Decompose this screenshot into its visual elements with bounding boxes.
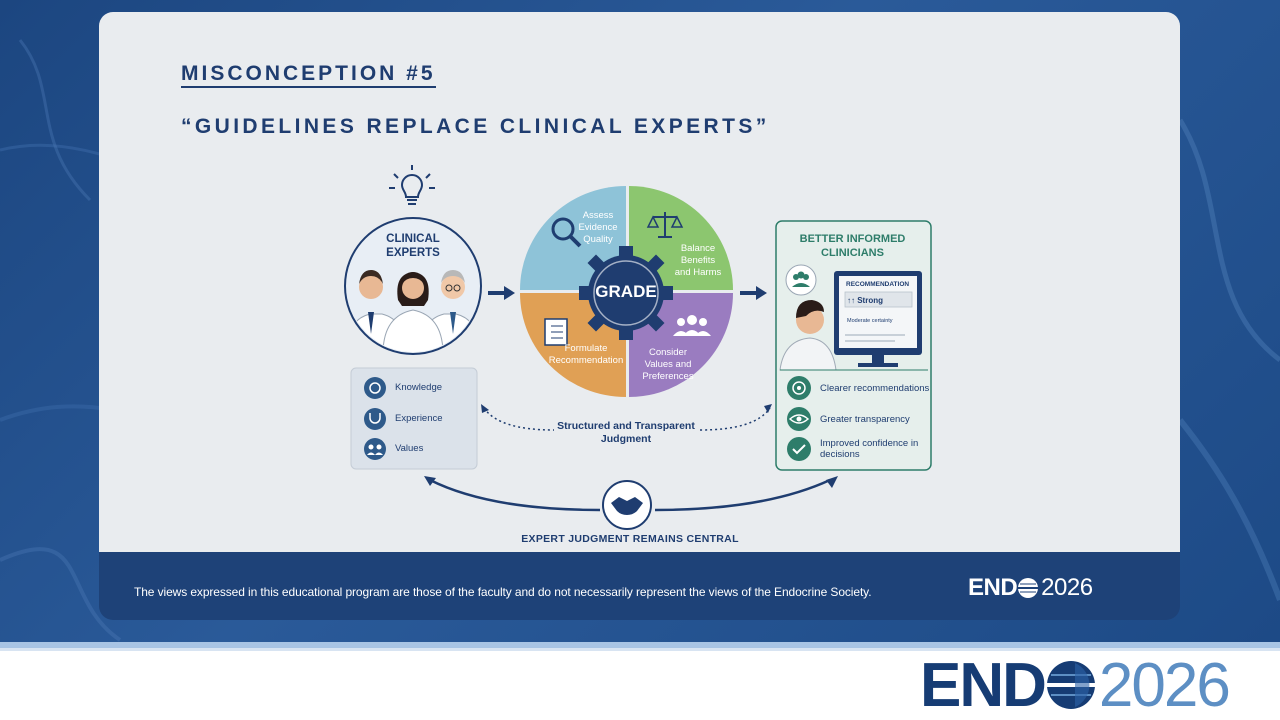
stethoscope-icon bbox=[364, 408, 386, 430]
bottom-label: EXPERT JUDGMENT REMAINS CENTRAL bbox=[521, 533, 739, 545]
footer-logo-year: 2026 bbox=[1041, 574, 1093, 601]
brain-icon bbox=[364, 377, 386, 399]
globe-icon bbox=[1046, 661, 1095, 709]
arrow-right-icon bbox=[740, 286, 767, 300]
assess-label: Assess Evidence Quality bbox=[578, 210, 618, 245]
consider-label: Consider Values and Preferences bbox=[642, 347, 694, 382]
divider-rule bbox=[0, 642, 1280, 648]
clinicians-title: BETTER INFORMED CLINICIANS bbox=[799, 233, 906, 259]
benefit-transparency: Greater transparency bbox=[820, 414, 910, 425]
scales-icon bbox=[646, 212, 684, 238]
recommendation-certainty: Moderate certainty bbox=[847, 318, 893, 324]
recommendation-strength: ↑↑ Strong bbox=[847, 296, 883, 305]
slide-subtitle: “GUIDELINES REPLACE CLINICAL EXPERTS” bbox=[181, 115, 770, 138]
grade-label: GRADE bbox=[595, 282, 657, 301]
arrow-right-icon bbox=[488, 286, 515, 300]
lightbulb-icon bbox=[389, 165, 435, 205]
recommendation-header: RECOMMENDATION bbox=[846, 281, 910, 288]
footer-logo-text: END bbox=[968, 574, 1018, 601]
values-label: Values bbox=[395, 443, 424, 454]
handshake-icon bbox=[602, 480, 652, 530]
experience-label: Experience bbox=[395, 413, 443, 424]
connector-label: Structured and Transparent Judgment bbox=[557, 420, 695, 445]
checklist-icon bbox=[544, 318, 568, 346]
divider-rule-light bbox=[0, 648, 1280, 651]
slide-title: MISCONCEPTION #5 bbox=[181, 62, 436, 88]
formulate-label: Formulate Recommendation bbox=[548, 343, 624, 366]
footer-logo: END 2026 bbox=[968, 574, 1093, 602]
team-icon bbox=[785, 264, 817, 296]
brand-logo-year: 2026 bbox=[1098, 650, 1231, 720]
knowledge-label: Knowledge bbox=[395, 382, 443, 393]
magnifier-icon bbox=[551, 217, 582, 248]
footer-band bbox=[99, 552, 1180, 620]
group-icon bbox=[673, 315, 711, 336]
brand-logo: END 2026 bbox=[920, 650, 1231, 720]
gear-icon bbox=[579, 246, 673, 340]
check-icon bbox=[787, 437, 811, 461]
balance-label: Balance Benefits and Harms bbox=[674, 243, 722, 278]
benefit-clearer: Clearer recommendations bbox=[820, 383, 930, 394]
footer-disclaimer: The views expressed in this educational … bbox=[134, 585, 872, 599]
brand-logo-text: END bbox=[920, 650, 1047, 720]
people-icon bbox=[364, 438, 386, 460]
grade-diagram bbox=[344, 165, 932, 530]
experts-title: CLINICAL EXPERTS bbox=[386, 233, 440, 259]
globe-icon bbox=[1018, 578, 1039, 598]
benefit-confidence: Improved confidence in decisions bbox=[820, 438, 919, 460]
